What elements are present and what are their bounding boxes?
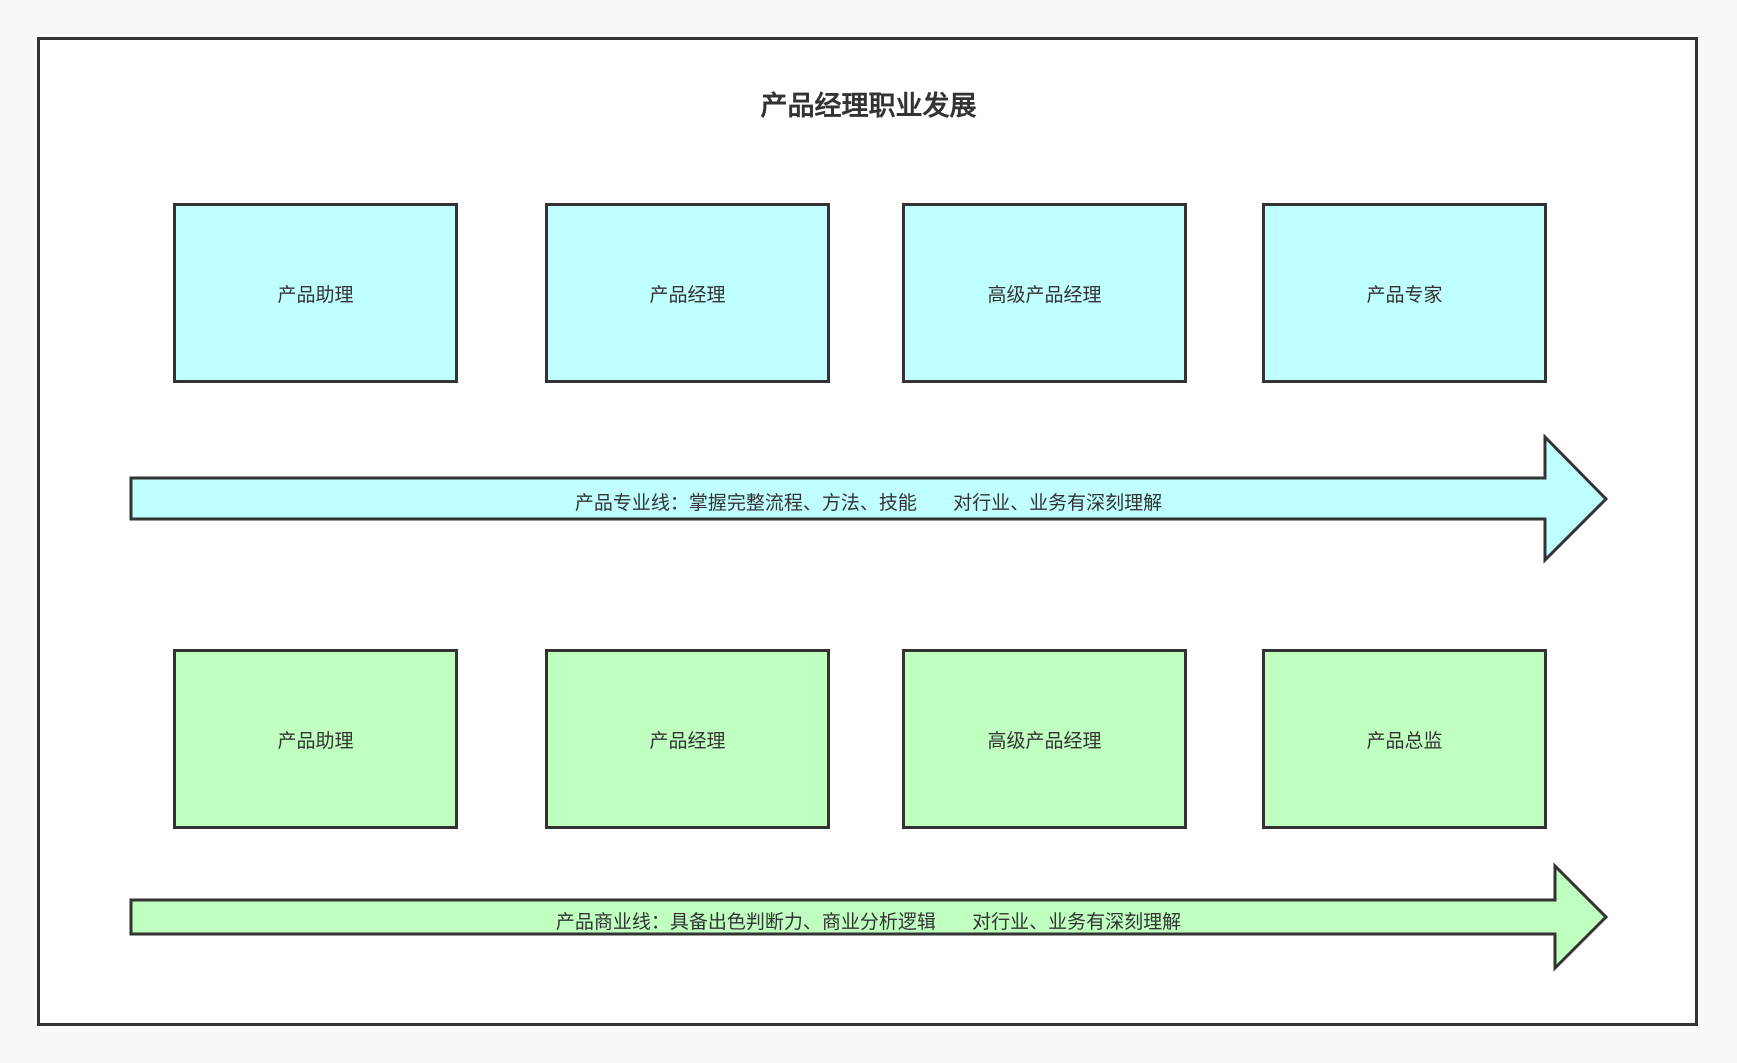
professional-node-assistant: 产品助理 [173,203,458,383]
professional-node-senior-pm: 高级产品经理 [902,203,1187,383]
diagram-frame [37,37,1698,1026]
business-track-label: 产品商业线：具备出色判断力、商业分析逻辑 对行业、业务有深刻理解 [555,911,1182,933]
professional-track-label: 产品专业线：掌握完整流程、方法、技能 对行业、业务有深刻理解 [574,492,1163,514]
professional-node-pm: 产品经理 [545,203,830,383]
business-node-pm: 产品经理 [545,649,830,829]
business-node-assistant: 产品助理 [173,649,458,829]
business-node-senior-pm: 高级产品经理 [902,649,1187,829]
professional-node-expert: 产品专家 [1262,203,1547,383]
business-node-director: 产品总监 [1262,649,1547,829]
diagram-title: 产品经理职业发展 [760,91,977,122]
